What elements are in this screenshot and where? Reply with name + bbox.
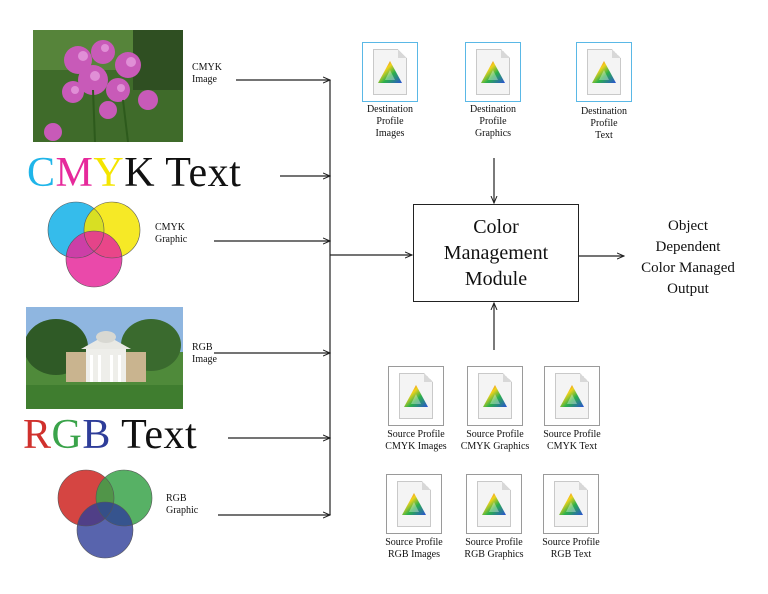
color-management-module-box: Color Management Module — [413, 204, 579, 302]
destination-profile-graphics-icon — [465, 42, 521, 102]
cmm-line-3: Module — [464, 268, 528, 290]
source-profile-rgb-images-icon — [386, 474, 442, 534]
rgb-text-sample: RGB Text — [23, 412, 198, 458]
cmyk-image-photo — [33, 30, 183, 142]
output-label: Object Dependent Color Managed Output — [641, 218, 735, 297]
source-profile-cmyk-text-icon — [544, 366, 600, 426]
source-profile-rgb-graphics-icon — [466, 474, 522, 534]
cmyk-graphic-venn — [47, 201, 141, 288]
source-profile-cmyk-images-icon — [388, 366, 444, 426]
destination-profile-images-icon — [362, 42, 418, 102]
cmm-line-1: Color — [473, 216, 519, 238]
destination-profile-text-icon — [576, 42, 632, 102]
cmm-line-2: Management — [443, 242, 549, 264]
source-profile-cmyk-graphics-icon — [467, 366, 523, 426]
rgb-graphic-venn — [57, 469, 153, 559]
rgb-image-photo — [26, 307, 183, 409]
source-profile-rgb-text-icon — [543, 474, 599, 534]
cmyk-text-sample: CMYK Text — [27, 150, 242, 196]
